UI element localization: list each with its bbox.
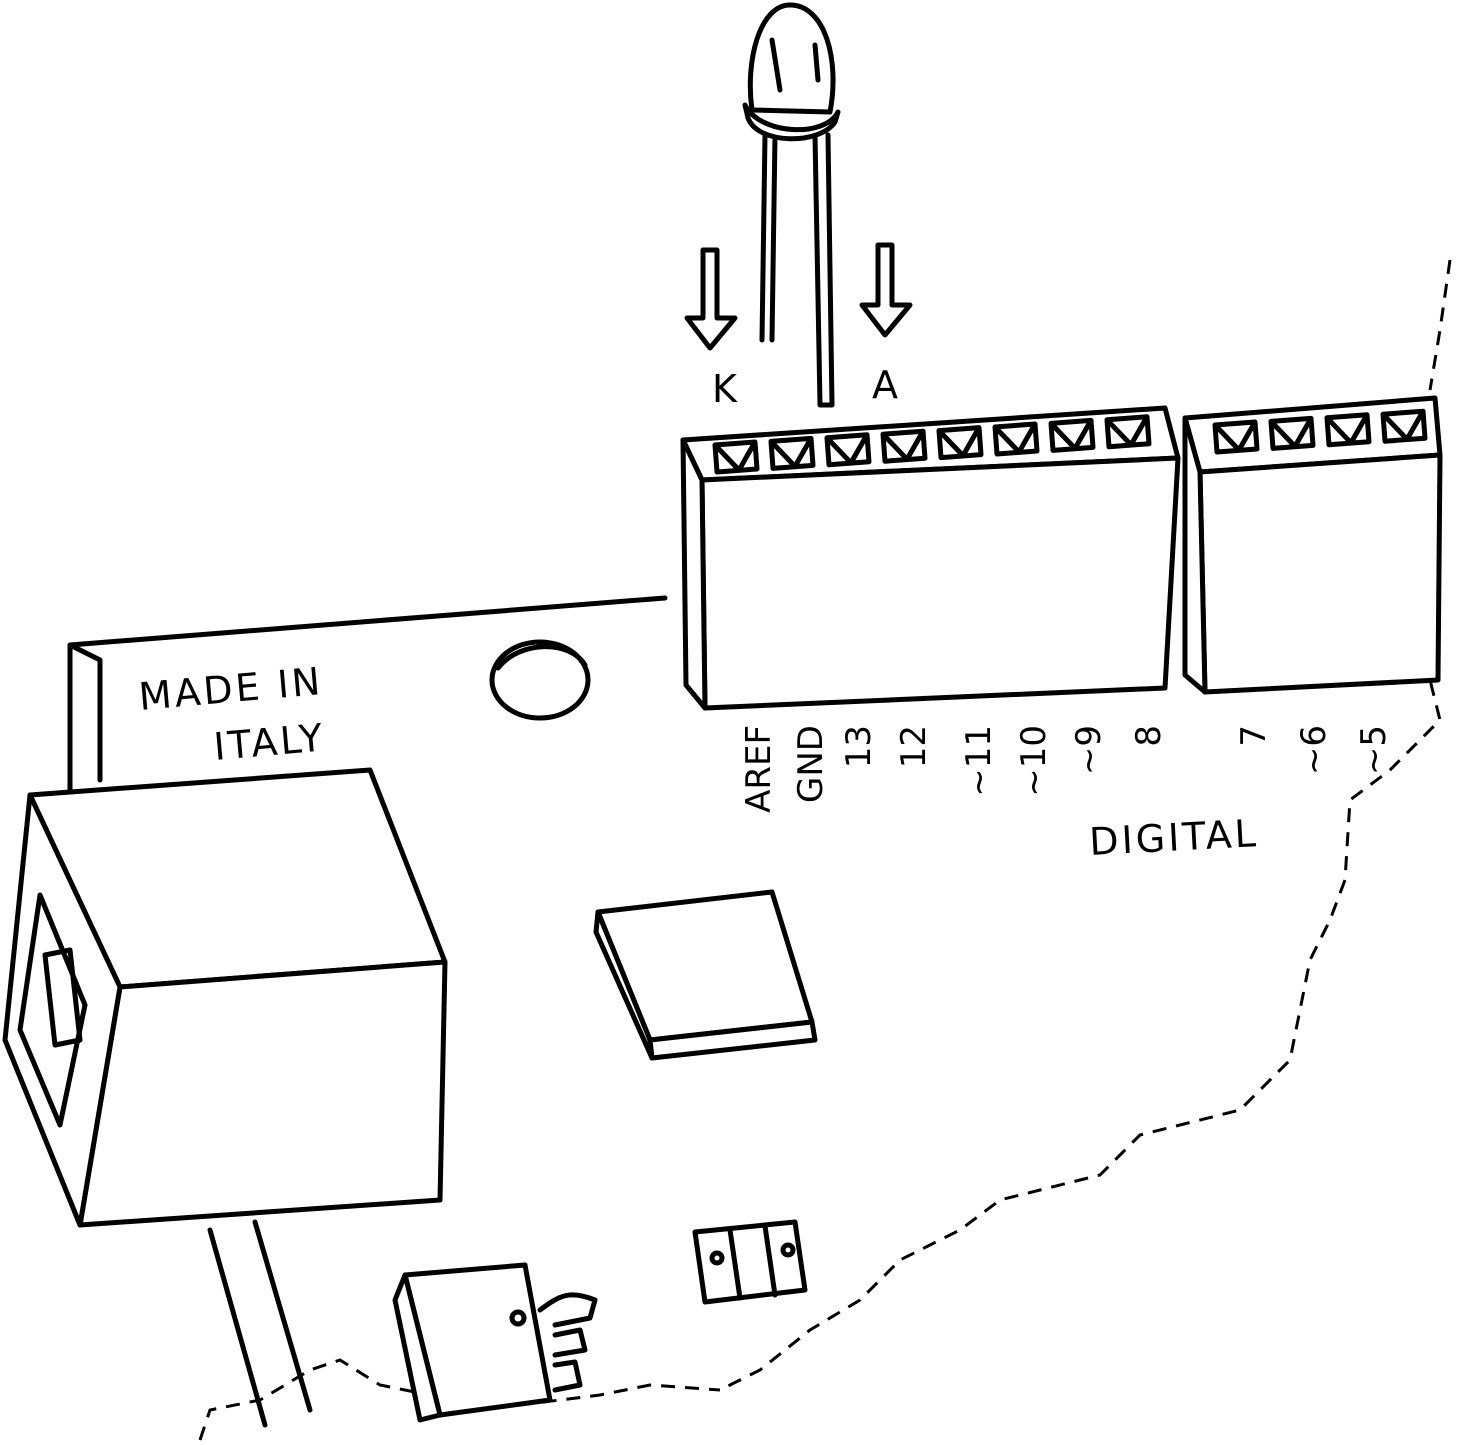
smd-component	[692, 1219, 808, 1305]
pin-label: ~5	[1354, 725, 1394, 775]
board-cut-edge-right	[719, 259, 1452, 1392]
italy-label: ITALY	[212, 715, 327, 769]
arrow-down-icon-anode	[859, 242, 913, 338]
led	[742, 2, 841, 408]
pin-label: ~11	[959, 725, 999, 797]
header-socket[interactable]	[880, 428, 928, 464]
pin-label: ~6	[1294, 725, 1334, 775]
made-in-label: MADE IN	[137, 659, 325, 719]
pin-label: 7	[1234, 725, 1274, 747]
header-socket[interactable]	[936, 425, 984, 461]
led-rim	[742, 102, 841, 142]
led-cathode-label: K	[712, 367, 740, 411]
header-socket[interactable]	[1048, 417, 1096, 453]
header-socket[interactable]	[824, 432, 872, 468]
power-jack	[2, 767, 448, 1228]
header-socket[interactable]	[1324, 412, 1372, 448]
led-reflection	[769, 37, 821, 93]
digital-label: DIGITAL	[1088, 811, 1260, 864]
header-socket[interactable]	[1212, 419, 1260, 455]
pin-label: 13	[839, 725, 879, 768]
led-dome	[747, 2, 836, 115]
pin-label: ~10	[1014, 725, 1054, 797]
pin-header-right	[1182, 395, 1443, 695]
led-anode-label: A	[872, 363, 901, 407]
header-socket[interactable]	[768, 435, 816, 471]
mounting-hole-rim	[495, 644, 588, 671]
header-socket[interactable]	[1268, 415, 1316, 451]
arrow-down-icon-cathode	[684, 247, 738, 351]
board-edge	[67, 595, 668, 793]
voltage-regulator	[392, 1262, 598, 1423]
pin-label: ~9	[1069, 725, 1109, 775]
led-cathode-leg-inner	[769, 132, 778, 343]
ic-chip	[593, 889, 818, 1061]
header-socket[interactable]	[712, 439, 760, 475]
pin-label: GND	[791, 725, 831, 803]
mounting-hole	[489, 639, 591, 721]
led-cathode-leg	[759, 132, 768, 343]
pin-label: 12	[894, 725, 934, 768]
header-socket[interactable]	[1104, 414, 1152, 450]
led-anode-leg	[812, 132, 835, 408]
header-socket[interactable]	[1380, 408, 1428, 444]
pin-label: AREF	[739, 725, 779, 813]
cable	[207, 1219, 313, 1428]
pin-label: 8	[1129, 725, 1169, 747]
board-cut-edge-bottom	[198, 1358, 721, 1441]
header-socket[interactable]	[992, 421, 1040, 457]
